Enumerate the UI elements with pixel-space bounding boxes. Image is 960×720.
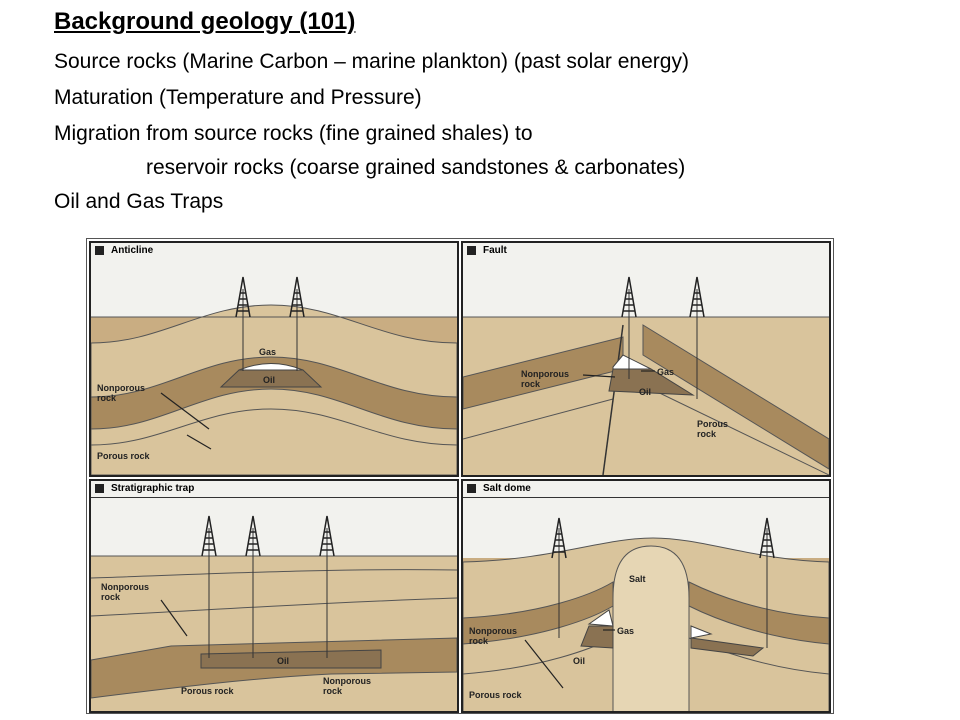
label-gas: Gas [657,367,674,377]
slide-title: Background geology (101) [54,8,356,35]
label-nonporous-bottom-line2: rock [323,686,343,696]
stratigraphic-trap-diagram: Nonporous rock Oil Porous rock Nonporous… [91,498,457,711]
text-line-migration: Migration from source rocks (fine graine… [54,122,533,145]
derrick-icon [759,517,775,559]
panel-title-anticline: Anticline [111,245,154,256]
panel-marker-icon [95,484,104,493]
label-oil: Oil [639,387,651,397]
label-oil: Oil [573,656,585,666]
derrick-icon [201,515,217,557]
label-oil: Oil [277,656,289,666]
derrick-icon [289,276,305,318]
text-line-maturation: Maturation (Temperature and Pressure) [54,86,422,109]
panel-anticline: Anticline Gas Oil Nonporous rock Porous … [89,241,459,477]
derrick-icon [319,515,335,557]
panel-header-anticline: Anticline [91,243,457,260]
trap-diagram-figure: Anticline Gas Oil Nonporous rock Porous … [86,238,834,714]
label-nonporous-line2: rock [97,393,117,403]
panel-title-salt-dome: Salt dome [483,483,531,494]
text-line-traps: Oil and Gas Traps [54,190,224,213]
label-gas: Gas [259,347,276,357]
label-nonporous-line2: rock [469,636,489,646]
label-porous-line2: rock [697,429,717,439]
derrick-icon [621,276,637,318]
panel-header-salt-dome: Salt dome [463,481,829,498]
panel-header-stratigraphic-trap: Stratigraphic trap [91,481,457,498]
panel-marker-icon [95,246,104,255]
derrick-icon [551,517,567,559]
panel-stratigraphic-trap: Stratigraphic trap Nonporous rock [89,479,459,713]
panel-title-fault: Fault [483,245,507,256]
label-porous-rock: Porous rock [181,686,235,696]
label-porous-line1: Porous [697,419,728,429]
label-oil: Oil [263,375,275,385]
panel-title-stratigraphic-trap: Stratigraphic trap [111,483,195,494]
label-porous-rock: Porous rock [97,451,151,461]
anticline-diagram: Gas Oil Nonporous rock Porous rock [91,259,457,475]
label-nonporous-line2: rock [101,592,121,602]
panel-salt-dome: Salt dome Salt Nonporous rock [461,479,831,713]
panel-fault: Fault Nonporous rock Gas Oil P [461,241,831,477]
panel-header-fault: Fault [463,243,829,260]
text-line-reservoir-rocks: reservoir rocks (coarse grained sandston… [146,156,686,179]
label-porous-rock: Porous rock [469,690,523,700]
label-nonporous-line2: rock [521,379,541,389]
fault-diagram: Nonporous rock Gas Oil Porous rock [463,259,829,475]
panel-marker-icon [467,484,476,493]
label-salt: Salt [629,574,646,584]
label-nonporous-bottom-line1: Nonporous [323,676,371,686]
salt-dome-diagram: Salt Nonporous rock Gas Oil Porous rock [463,498,829,711]
label-nonporous-line1: Nonporous [521,369,569,379]
derrick-icon [235,276,251,318]
label-gas: Gas [617,626,634,636]
text-line-source-rocks: Source rocks (Marine Carbon – marine pla… [54,50,689,73]
label-nonporous-line1: Nonporous [97,383,145,393]
derrick-icon [689,276,705,318]
derrick-icon [245,515,261,557]
label-nonporous-line1: Nonporous [101,582,149,592]
panel-marker-icon [467,246,476,255]
label-nonporous-line1: Nonporous [469,626,517,636]
